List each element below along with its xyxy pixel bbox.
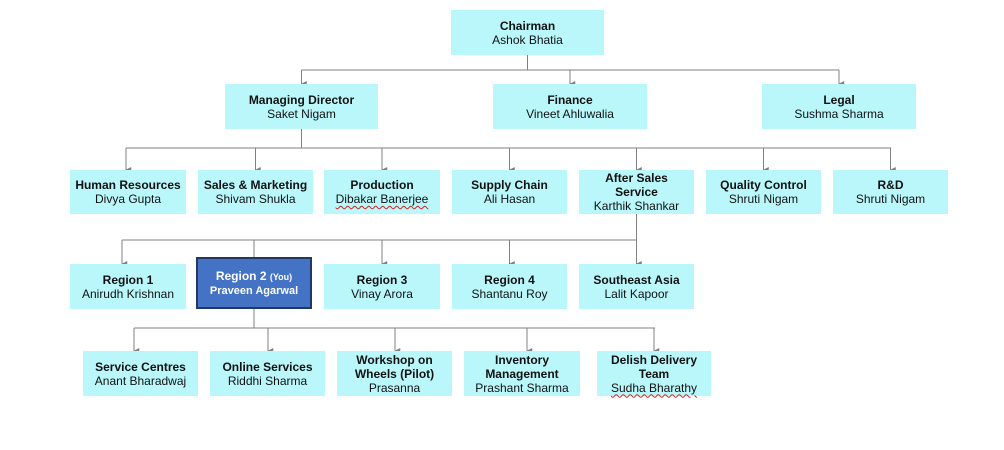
node-title: Region 2 (You) [216, 269, 292, 284]
node-region-1: Region 1 Anirudh Krishnan [70, 264, 186, 309]
node-person: Shivam Shukla [215, 192, 296, 206]
node-person: Anirudh Krishnan [81, 286, 175, 301]
node-title: R&D [877, 178, 904, 192]
node-person: Saket Nigam [267, 106, 336, 121]
node-rnd: R&D Shruti Nigam [833, 170, 948, 214]
node-title: Quality Control [720, 178, 807, 192]
node-person: Prasanna [368, 380, 421, 395]
node-workshop-on-wheels: Workshop on Wheels (Pilot) Prasanna [337, 351, 452, 396]
node-after-sales-service: After Sales Service Karthik Shankar [579, 170, 694, 214]
node-title: Service Centres [95, 359, 186, 374]
node-title: Delish Delivery Team [610, 352, 698, 381]
node-person: Vinay Arora [351, 286, 413, 301]
node-title: Chairman [499, 18, 556, 33]
node-person: Anant Bharadwaj [94, 373, 187, 388]
node-production: Production Dibakar Banerjee [324, 170, 440, 214]
node-person: Lalit Kapoor [604, 286, 669, 301]
node-finance: Finance Vineet Ahluwalia [493, 84, 647, 129]
node-person: Riddhi Sharma [227, 373, 308, 388]
node-person: Ashok Bhatia [492, 32, 563, 47]
node-human-resources: Human Resources Divya Gupta [70, 170, 186, 214]
node-region-3: Region 3 Vinay Arora [324, 264, 440, 309]
node-title: Supply Chain [471, 178, 548, 192]
node-region-4: Region 4 Shantanu Roy [452, 264, 567, 309]
node-person: Prashant Sharma [475, 380, 569, 395]
node-title: Southeast Asia [593, 272, 680, 287]
node-chairman: Chairman Ashok Bhatia [451, 10, 604, 55]
node-region-2-you: Region 2 (You) Praveen Agarwal [196, 257, 312, 309]
node-supply-chain: Supply Chain Ali Hasan [452, 170, 567, 214]
node-title: Human Resources [75, 178, 181, 192]
node-title: Region 1 [102, 272, 154, 287]
node-person: Ali Hasan [483, 192, 536, 206]
node-title-text: Region 2 [215, 268, 267, 283]
node-person: Shruti Nigam [728, 192, 799, 206]
node-legal: Legal Sushma Sharma [762, 84, 916, 129]
node-person: Shruti Nigam [855, 192, 926, 206]
node-title: Production [350, 178, 414, 192]
node-person: Dibakar Banerjee [335, 192, 429, 206]
node-person: Karthik Shankar [593, 199, 680, 213]
node-delish-delivery-team: Delish Delivery Team Sudha Bharathy [597, 351, 711, 396]
node-inventory-management: Inventory Management Prashant Sharma [464, 351, 580, 396]
node-sales-marketing: Sales & Marketing Shivam Shukla [198, 170, 313, 214]
node-title: Inventory Management [485, 352, 559, 381]
you-tag: (You) [269, 271, 293, 282]
node-title: Legal [823, 92, 855, 107]
node-title: Managing Director [248, 92, 355, 107]
node-person: Sudha Bharathy [610, 380, 698, 395]
node-quality-control: Quality Control Shruti Nigam [706, 170, 821, 214]
node-title: Region 4 [484, 272, 535, 287]
node-person: Praveen Agarwal [209, 284, 299, 297]
node-title: After Sales Service [605, 171, 668, 199]
node-person: Sushma Sharma [794, 106, 884, 121]
node-person: Shantanu Roy [471, 286, 548, 301]
node-managing-director: Managing Director Saket Nigam [225, 84, 378, 129]
node-title: Finance [547, 92, 593, 107]
node-person: Vineet Ahluwalia [526, 106, 614, 121]
node-title: Sales & Marketing [203, 178, 308, 192]
node-title: Online Services [222, 359, 313, 374]
node-person: Divya Gupta [94, 192, 162, 206]
node-service-centres: Service Centres Anant Bharadwaj [83, 351, 198, 396]
node-online-services: Online Services Riddhi Sharma [210, 351, 325, 396]
node-southeast-asia: Southeast Asia Lalit Kapoor [579, 264, 694, 309]
node-title: Workshop on Wheels (Pilot) [354, 352, 435, 381]
node-title: Region 3 [356, 272, 408, 287]
